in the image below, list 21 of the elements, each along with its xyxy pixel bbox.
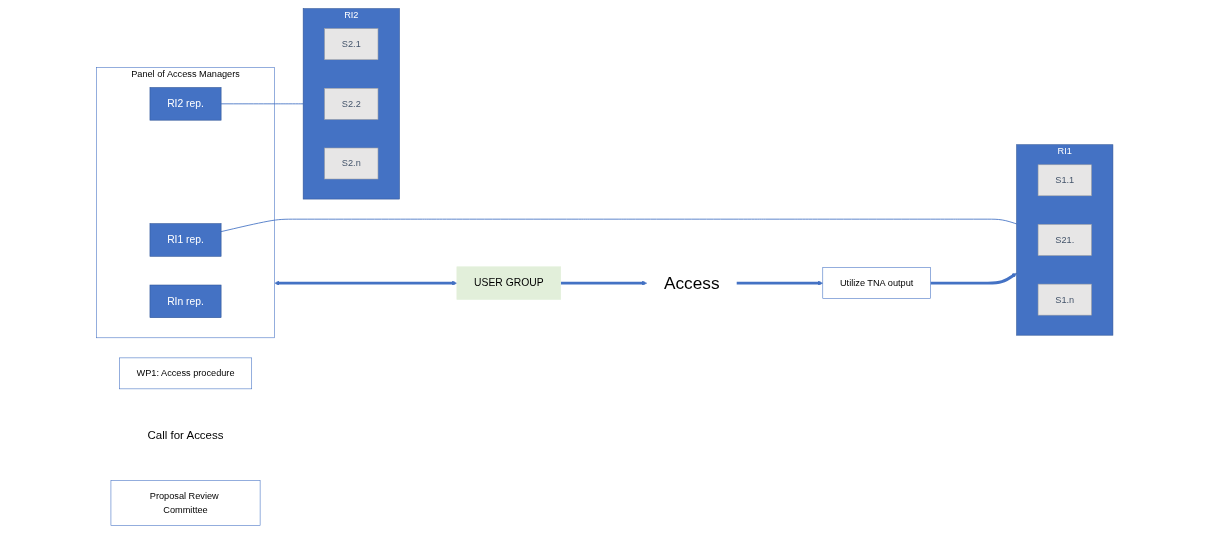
connector	[220, 218, 1017, 233]
node-box: RIn rep.	[149, 284, 222, 318]
arrow	[930, 273, 1017, 285]
node-box: USER GROUP	[456, 266, 561, 300]
node-text: Call for Access	[147, 428, 224, 442]
node-box: RI2 rep.	[149, 87, 222, 121]
node-box: S1.1	[1037, 164, 1092, 197]
connector	[220, 103, 304, 105]
node-box: S2.n	[324, 147, 378, 180]
arrow	[560, 280, 647, 286]
node-box: S2.2	[324, 88, 378, 120]
node-box: S21.	[1037, 224, 1092, 256]
arrow	[274, 280, 457, 286]
node-box: WP1: Access procedure	[118, 357, 252, 390]
node-box: S2.1	[324, 28, 378, 60]
arrow	[736, 280, 823, 286]
node-box: S1.n	[1037, 283, 1092, 316]
node-text: Access	[663, 273, 720, 293]
node-box: Utilize TNA output	[822, 267, 931, 299]
node-box: Proposal Review Committee	[110, 480, 261, 526]
node-box: RI1 rep.	[149, 223, 222, 257]
